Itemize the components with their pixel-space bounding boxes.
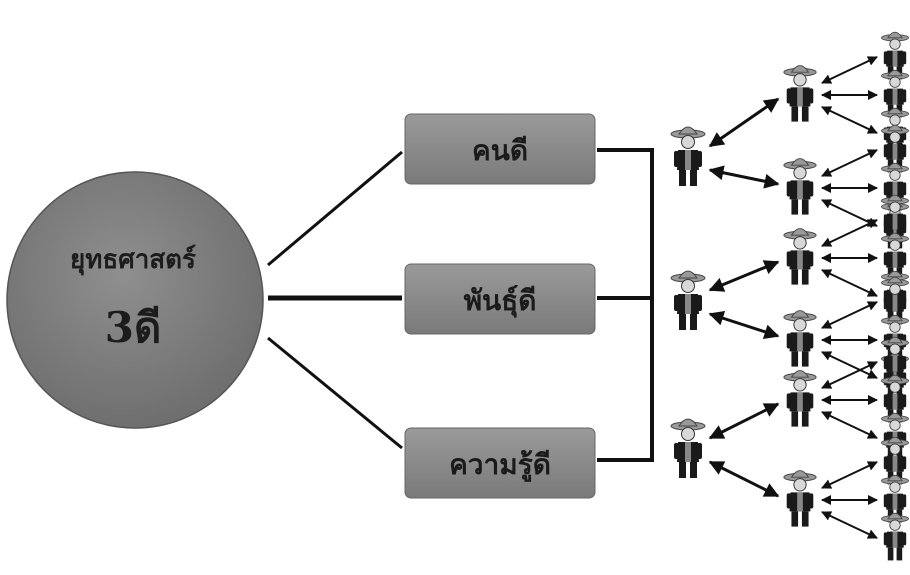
person-level1-1 bbox=[670, 126, 706, 186]
person-level1-2 bbox=[670, 270, 706, 330]
arrow-l1-1-1 bbox=[708, 97, 780, 148]
center-subtitle: 3ดี bbox=[105, 303, 162, 352]
branch-label-3: ความรู้ดี bbox=[449, 448, 551, 482]
person-level3-1-1-1 bbox=[880, 31, 910, 80]
branch-box-3: ความรู้ดี bbox=[404, 427, 596, 499]
person-level3-2-2-1 bbox=[880, 276, 910, 325]
arrow-l1-2-1 bbox=[708, 260, 780, 292]
person-level2-1-2 bbox=[783, 158, 817, 215]
person-level2-3-1 bbox=[783, 370, 817, 427]
branch-label-1: คนดี bbox=[472, 134, 528, 167]
arrow-l1-2-2 bbox=[708, 311, 780, 339]
branch-box-1: คนดี bbox=[404, 113, 596, 185]
center-title: ยุทธศาสตร์ bbox=[70, 244, 196, 276]
person-level3-1-1-2 bbox=[880, 69, 910, 118]
box-bracket bbox=[597, 148, 654, 462]
arrow-l1-3-2 bbox=[708, 460, 780, 498]
arrow-l2-3-2-1 bbox=[821, 461, 878, 489]
arrow-l1-3-1 bbox=[708, 402, 780, 440]
connector-top bbox=[267, 150, 403, 267]
arrow-l2-1-2-1 bbox=[821, 149, 878, 177]
circle-connectors bbox=[267, 150, 403, 450]
person-level2-2-1 bbox=[783, 228, 817, 285]
people-network bbox=[670, 31, 910, 561]
arrow-l2-2-1-1 bbox=[821, 219, 878, 247]
person-level2-1-1 bbox=[783, 65, 817, 122]
branch-box-2: พันธุ์ดี bbox=[404, 263, 596, 335]
arrow-l2-2-2-1 bbox=[821, 301, 878, 329]
arrow-l2-3-1-1 bbox=[821, 361, 878, 389]
center-circle: ยุทธศาสตร์ 3ดี bbox=[6, 171, 264, 429]
arrow-l1-1-2 bbox=[708, 165, 780, 189]
branch-label-2: พันธุ์ดี bbox=[464, 284, 537, 318]
arrow-l2-1-1-1 bbox=[821, 56, 878, 84]
connector-bottom bbox=[267, 336, 403, 450]
arrow-l2-2-1-3 bbox=[821, 269, 878, 297]
person-level1-3 bbox=[670, 418, 706, 478]
person-level2-3-2 bbox=[783, 470, 817, 527]
arrow-l2-3-2-3 bbox=[821, 511, 878, 539]
arrow-l2-3-1-3 bbox=[821, 411, 878, 439]
person-level3-2-1-1 bbox=[880, 194, 910, 243]
person-level3-3-2-3 bbox=[880, 512, 910, 561]
person-level2-2-2 bbox=[783, 310, 817, 367]
arrow-l2-1-2-3 bbox=[821, 199, 878, 227]
arrow-l2-1-1-3 bbox=[821, 106, 878, 134]
